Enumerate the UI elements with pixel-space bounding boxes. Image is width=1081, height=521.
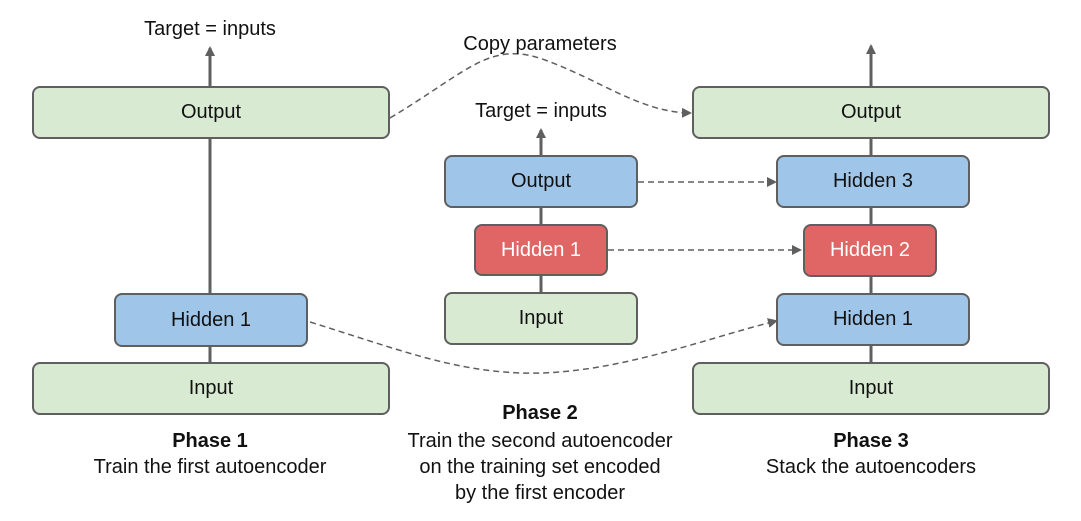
phase1-input-layer: Input (32, 362, 390, 415)
phase3-hidden1-layer: Hidden 1 (776, 293, 970, 346)
phase1-title: Phase 1 (172, 430, 248, 452)
phase1-hidden1-layer: Hidden 1 (114, 293, 308, 347)
phase2-target-label: Target = inputs (475, 100, 607, 122)
phase3-hidden3-layer: Hidden 3 (776, 155, 970, 208)
phase3-description: Stack the autoencoders (765, 456, 977, 478)
phase3-title: Phase 3 (833, 430, 909, 452)
copy-hidden1-curve (309, 318, 778, 374)
phase1-output-layer: Output (32, 86, 390, 139)
phase2-hidden1-layer: Hidden 1 (474, 224, 608, 276)
phase2-output-layer: Output (444, 155, 638, 208)
phase2-title: Phase 2 (502, 402, 578, 424)
phase2-description-line3: by the first encoder (454, 482, 626, 504)
phase3-output-layer: Output (692, 86, 1050, 139)
phase2-input-layer: Input (444, 292, 638, 345)
phase2-description-line1: Train the second autoencoder (407, 430, 673, 452)
phase1-description: Train the first autoencoder (93, 456, 327, 478)
phase1-target-label: Target = inputs (144, 18, 276, 40)
phase3-hidden2-layer: Hidden 2 (803, 224, 937, 277)
phase2-description-line2: on the training set encoded (419, 456, 661, 478)
copy-output-curve (389, 52, 692, 119)
copy-parameters-label: Copy parameters (463, 33, 617, 55)
phase3-input-layer: Input (692, 362, 1050, 415)
